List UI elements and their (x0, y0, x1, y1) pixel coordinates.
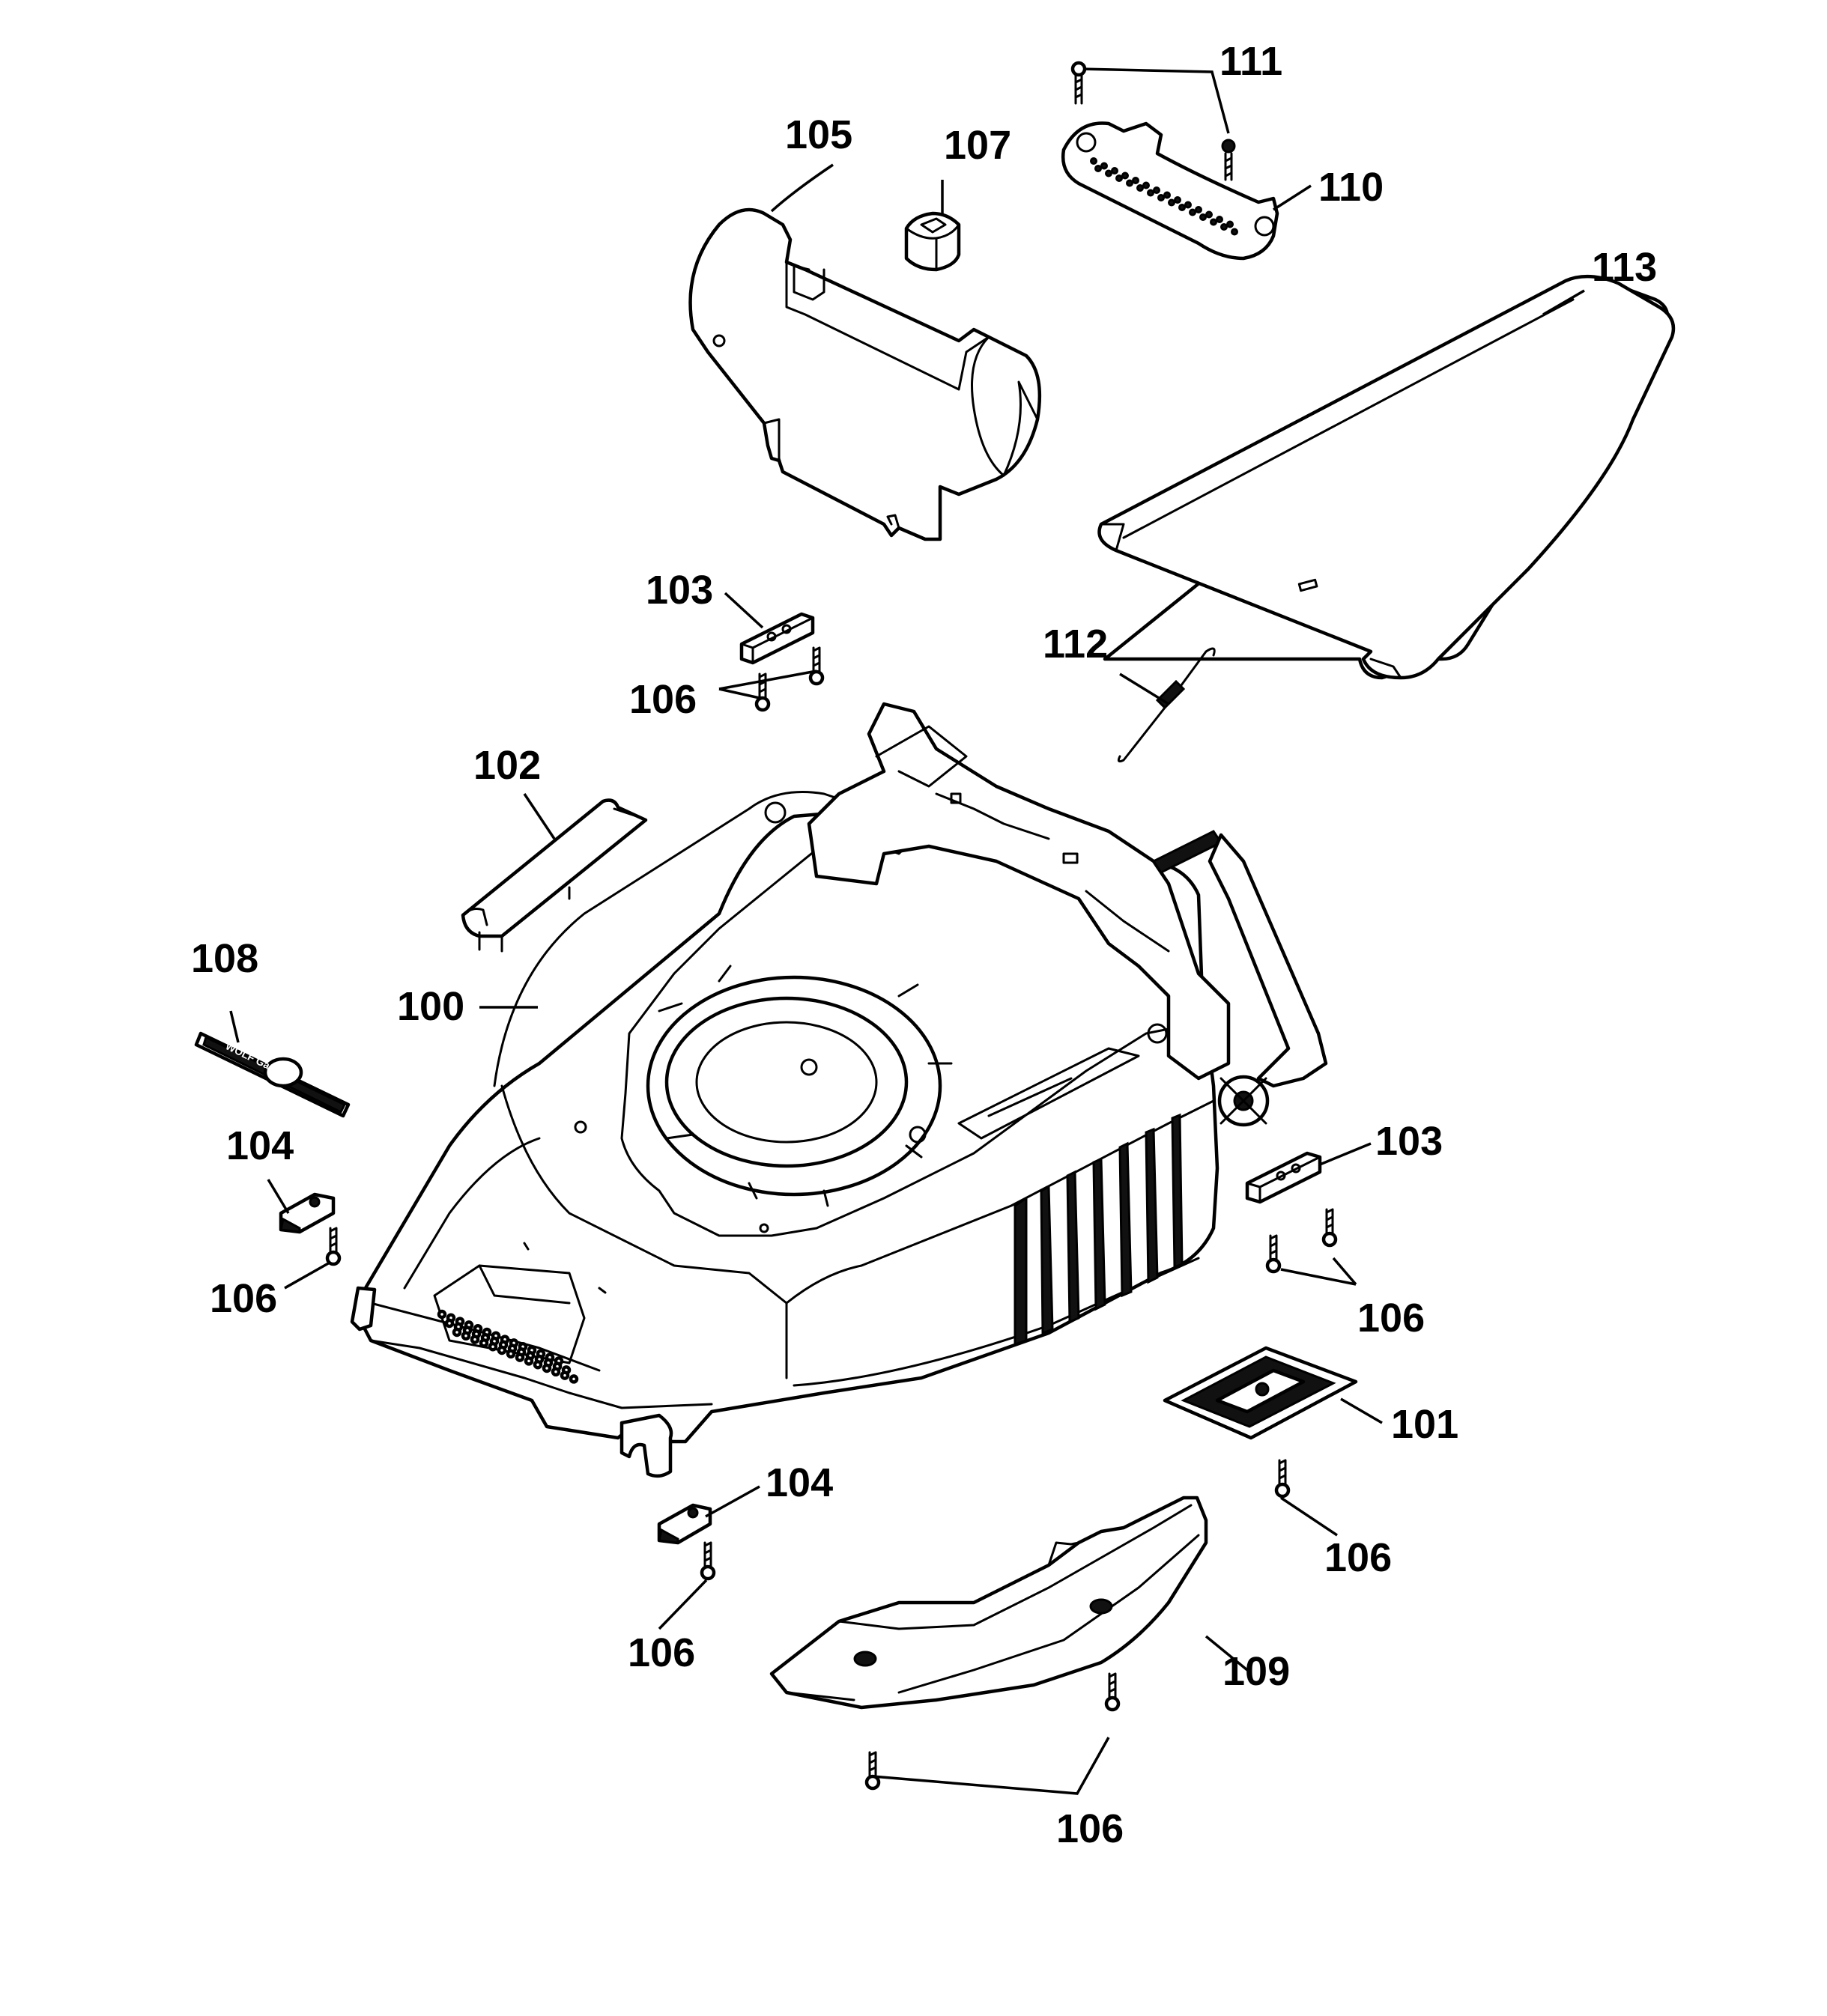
label-106-top: 106 (629, 677, 697, 722)
label-109: 109 (1222, 1649, 1290, 1694)
vent-dot (444, 1318, 455, 1329)
vent-dot (533, 1359, 543, 1370)
vent-dot (479, 1338, 489, 1348)
screw-106 (1265, 1234, 1282, 1274)
label-104-left: 104 (226, 1123, 294, 1168)
grip-dot (1210, 218, 1217, 226)
leader-lines (229, 163, 1585, 1795)
grip-dot (1195, 206, 1202, 213)
grip-dot (1136, 184, 1144, 192)
label-108: 108 (191, 936, 258, 981)
screw-106 (1274, 1459, 1291, 1499)
screw-106 (754, 672, 771, 712)
screw-106 (700, 1541, 716, 1581)
vent-dot (506, 1349, 516, 1359)
grip-dot (1189, 208, 1196, 216)
screw-106 (808, 646, 825, 686)
grip-dot (1126, 179, 1133, 187)
grip-dot (1105, 169, 1112, 177)
label-106-bottom: 106 (1056, 1806, 1124, 1851)
vent-dot (569, 1374, 579, 1384)
label-106-bottom-left: 106 (628, 1630, 695, 1675)
grip-dot (1132, 177, 1139, 184)
label-112: 112 (1043, 622, 1108, 667)
part-103-clip-top (739, 612, 815, 665)
part-100-deck (350, 702, 1328, 1478)
label-111: 111 (1219, 39, 1282, 84)
grip-dot (1216, 216, 1223, 223)
grip-dot (1199, 213, 1207, 221)
grip-dot (1178, 204, 1186, 211)
grip-dot (1157, 194, 1165, 201)
part-107-bushing (904, 211, 961, 272)
part-110-handle (1061, 121, 1279, 261)
vent-dot (560, 1370, 570, 1380)
label-110: 110 (1318, 165, 1384, 210)
grip-dot (1163, 191, 1171, 199)
grip-dot (1121, 171, 1129, 180)
part-106-screws (325, 646, 1338, 1791)
label-102: 102 (473, 743, 541, 788)
vent-dot (551, 1367, 561, 1377)
part-113-lid (1097, 274, 1676, 680)
grip-dot (1111, 167, 1118, 174)
label-100: 100 (397, 984, 464, 1029)
screw-106 (1104, 1672, 1121, 1712)
screw-106 (1321, 1208, 1338, 1248)
label-105: 105 (785, 112, 852, 157)
grip-dot (1147, 189, 1154, 197)
vent-dot (524, 1356, 534, 1366)
part-103-clip-right (1245, 1151, 1322, 1204)
part-104-catch-bottom (657, 1503, 712, 1545)
grip-dot (1174, 196, 1181, 204)
deck-side-ribs (1014, 1113, 1184, 1346)
grip-dot (1094, 165, 1102, 172)
part-102-strip (461, 798, 648, 953)
part-labels: 100 101 102 103 103 104 104 105 106 106 … (191, 39, 1657, 1851)
grip-dot (1115, 174, 1123, 182)
grip-dot (1184, 201, 1192, 209)
label-103-right: 103 (1375, 1119, 1443, 1164)
screw-106 (864, 1751, 881, 1791)
label-107: 107 (944, 123, 1011, 168)
part-108-logo-badge: WOLF Garten (194, 1031, 351, 1118)
label-106-mid-right: 106 (1324, 1535, 1392, 1580)
label-106-left: 106 (210, 1276, 277, 1321)
handle-grip-dots (1090, 157, 1238, 236)
grip-dot (1100, 162, 1108, 170)
label-113: 113 (1592, 245, 1657, 290)
label-103-top: 103 (646, 568, 713, 613)
grip-dot (1168, 198, 1175, 207)
grip-dot (1205, 210, 1213, 219)
label-104-bottom: 104 (766, 1460, 833, 1505)
grip-dot (1142, 181, 1150, 189)
label-101: 101 (1391, 1402, 1458, 1447)
vent-dot (470, 1335, 480, 1344)
part-105-rear-cover (688, 207, 1042, 541)
vent-dot (497, 1345, 507, 1355)
vent-dot (488, 1341, 498, 1352)
grip-dot (1153, 186, 1160, 194)
vent-dot (542, 1363, 552, 1373)
vent-dot (452, 1327, 462, 1338)
part-112-spring (1117, 647, 1216, 763)
screw-106 (325, 1227, 342, 1266)
vent-dot (461, 1331, 471, 1341)
vent-dot (437, 1309, 447, 1320)
vent-dot (515, 1352, 525, 1362)
part-111-screws (1070, 61, 1236, 181)
grip-dot (1231, 228, 1238, 236)
grip-dot (1090, 157, 1097, 165)
part-109-skid-plate (769, 1496, 1208, 1710)
label-106-right: 106 (1357, 1296, 1425, 1341)
grip-dot (1220, 223, 1228, 231)
grip-dot (1226, 220, 1234, 228)
part-104-catch-left (279, 1192, 336, 1234)
deck-front-vent-dots (437, 1309, 579, 1384)
part-101-grille (1163, 1346, 1358, 1440)
